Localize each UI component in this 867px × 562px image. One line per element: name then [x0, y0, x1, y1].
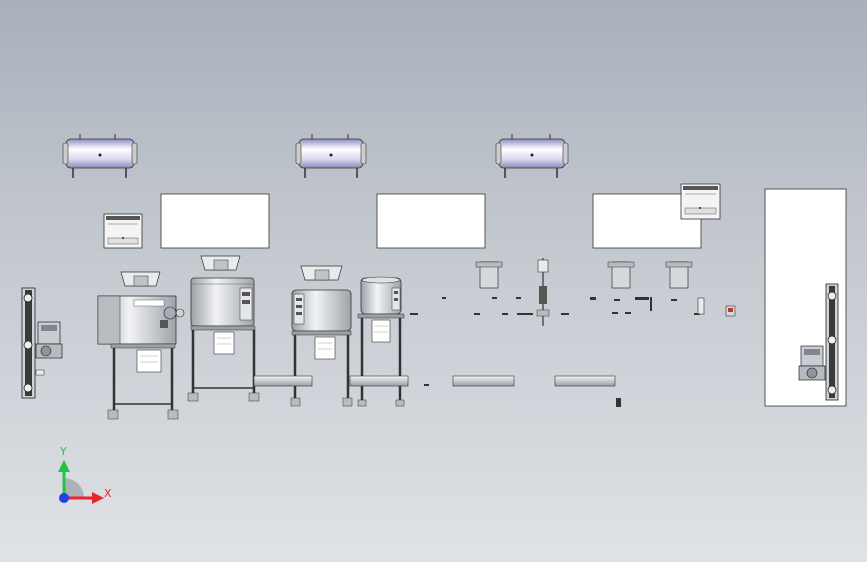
cylinder-unit-3[interactable] — [665, 261, 693, 289]
cylinder-unit-2[interactable] — [607, 261, 635, 289]
electrical-box-right[interactable] — [680, 183, 721, 220]
cylinder-unit-1[interactable] — [475, 261, 503, 289]
y-axis-head — [58, 460, 70, 472]
left-vertical-conveyor[interactable] — [21, 287, 63, 399]
machine-4[interactable] — [357, 276, 405, 407]
machine-2[interactable] — [187, 255, 260, 402]
valve-block[interactable] — [697, 297, 736, 317]
right-vertical-conveyor[interactable] — [798, 283, 839, 401]
air-tank-2[interactable] — [295, 134, 367, 178]
machine-1[interactable] — [97, 271, 185, 420]
conveyor-section-2[interactable] — [349, 375, 409, 387]
x-axis-head — [92, 492, 104, 504]
conveyor-section-4[interactable] — [554, 375, 616, 387]
air-tank-1[interactable] — [62, 134, 138, 178]
vertical-rod-assembly[interactable] — [536, 258, 550, 326]
machine-3[interactable] — [290, 265, 353, 407]
coordinate-triad: Y X — [58, 445, 112, 504]
electrical-box-left[interactable] — [103, 213, 143, 249]
y-axis-label: Y — [59, 445, 67, 458]
control-cabinet-2[interactable] — [376, 193, 486, 249]
z-axis-dot — [59, 493, 69, 503]
control-cabinet-1[interactable] — [160, 193, 270, 249]
air-tank-3[interactable] — [495, 134, 569, 178]
conveyor-section-1[interactable] — [253, 375, 313, 387]
line-parts — [410, 297, 700, 407]
conveyor-section-3[interactable] — [452, 375, 515, 387]
x-axis-label: X — [104, 487, 112, 500]
